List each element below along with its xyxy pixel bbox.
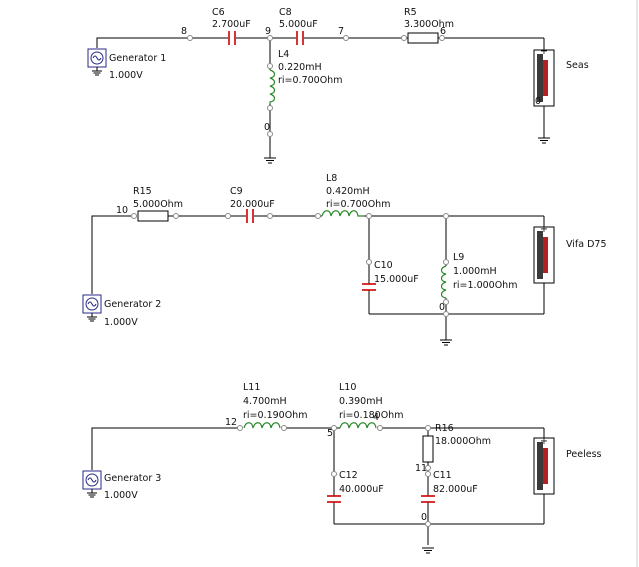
filter3-left-wire xyxy=(91,427,240,470)
l9-ri: ri=1.000Ohm xyxy=(453,280,517,291)
inductor-l11 xyxy=(243,422,281,429)
capacitor-c6 xyxy=(228,31,236,45)
speaker-seas-label: Seas xyxy=(566,60,589,71)
speaker-peeless-label: Peeless xyxy=(566,449,602,460)
node-11-label: 11 xyxy=(415,463,427,474)
node-0-label: 0 xyxy=(421,512,427,523)
capacitor-c9 xyxy=(246,209,254,223)
filter1-top-wire xyxy=(96,37,190,48)
speaker-plus-sign: + xyxy=(540,224,548,235)
generator-1-label: Generator 1 xyxy=(109,53,166,64)
r15-name: R15 xyxy=(133,186,152,197)
c8-name: C8 xyxy=(279,7,292,18)
node-10-label: 10 xyxy=(116,205,128,216)
speaker-vifa-label: Vifa D75 xyxy=(566,239,607,250)
c10-name: C10 xyxy=(374,260,393,271)
generator-2-voltage: 1.000V xyxy=(104,317,138,328)
c11-name: C11 xyxy=(433,470,452,481)
node-5-label: 5 xyxy=(327,428,333,439)
generator-1-icon xyxy=(87,48,107,76)
c9-name: C9 xyxy=(230,186,243,197)
node-0-label: 0 xyxy=(264,122,270,133)
l11-ri: ri=0.190Ohm xyxy=(243,410,307,421)
resistor-r15 xyxy=(137,210,169,222)
l4-value: 0.220mH xyxy=(278,62,322,73)
filter-1: Generator 1 1.000V + Seas C6 2.700uF C8 … xyxy=(87,7,589,164)
l8-name: L8 xyxy=(326,173,337,184)
c10-value: 15.000uF xyxy=(374,274,419,285)
inductor-l10 xyxy=(339,422,377,429)
capacitor-c8 xyxy=(296,31,304,45)
inductor-l4 xyxy=(269,69,276,104)
node-8-label: 8 xyxy=(181,26,187,37)
generator-2-icon xyxy=(82,294,102,322)
l4-name: L4 xyxy=(278,49,289,60)
l11-name: L11 xyxy=(243,382,260,393)
l9-value: 1.000mH xyxy=(453,266,497,277)
ground-icon xyxy=(263,157,277,164)
capacitor-c12 xyxy=(327,495,341,503)
filter-3: Generator 3 1.000V + Peeless L11 4.700mH… xyxy=(82,382,602,554)
node-0-label: 0 xyxy=(535,96,541,107)
node-6-label: 6 xyxy=(440,26,446,37)
generator-3-icon xyxy=(82,470,102,498)
ground-icon xyxy=(421,547,435,554)
l10-value: 0.390mH xyxy=(339,396,383,407)
r15-value: 5.000Ohm xyxy=(133,199,183,210)
resistor-r5 xyxy=(407,32,439,44)
generator-2-label: Generator 2 xyxy=(104,299,161,310)
capacitor-c11 xyxy=(421,495,435,503)
r5-value: 3.300Ohm xyxy=(404,19,454,30)
resistor-r16 xyxy=(422,435,434,463)
c12-name: C12 xyxy=(339,470,358,481)
speaker-plus-sign: + xyxy=(540,46,548,57)
node-9-label: 9 xyxy=(265,26,271,37)
r16-value: 18.000Ohm xyxy=(435,436,491,447)
node-7-label: 7 xyxy=(338,26,344,37)
c6-value: 2.700uF xyxy=(212,19,251,30)
generator-1-voltage: 1.000V xyxy=(109,70,143,81)
r5-name: R5 xyxy=(404,7,417,18)
l8-ri: ri=0.700Ohm xyxy=(326,199,390,210)
l10-name: L10 xyxy=(339,382,356,393)
c8-value: 5.000uF xyxy=(279,19,318,30)
l4-ri: ri=0.700Ohm xyxy=(278,75,342,86)
capacitor-c10 xyxy=(362,283,376,291)
c9-value: 20.000uF xyxy=(230,199,275,210)
node-4-label: 4 xyxy=(373,412,379,423)
c6-name: C6 xyxy=(212,7,225,18)
l8-value: 0.420mH xyxy=(326,186,370,197)
ground-icon xyxy=(537,137,551,144)
ground-icon xyxy=(439,339,453,346)
node-12-label: 12 xyxy=(225,417,237,428)
c12-value: 40.000uF xyxy=(339,484,384,495)
speaker-plus-sign: + xyxy=(540,436,548,447)
c11-value: 82.000uF xyxy=(433,484,478,495)
node-0-label: 0 xyxy=(439,302,445,313)
l9-name: L9 xyxy=(453,252,464,263)
filter2-left-wire xyxy=(91,215,136,294)
r16-name: R16 xyxy=(435,423,454,434)
inductor-l8 xyxy=(321,210,364,217)
speaker-vifa-icon xyxy=(533,226,555,284)
l11-value: 4.700mH xyxy=(243,396,287,407)
l10-ri: ri=0.180Ohm xyxy=(339,410,403,421)
inductor-l9 xyxy=(440,265,447,299)
generator-3-label: Generator 3 xyxy=(104,473,161,484)
generator-3-voltage: 1.000V xyxy=(104,490,138,501)
filter-2: Generator 2 1.000V + Vifa D75 R15 5.000O… xyxy=(82,173,607,346)
